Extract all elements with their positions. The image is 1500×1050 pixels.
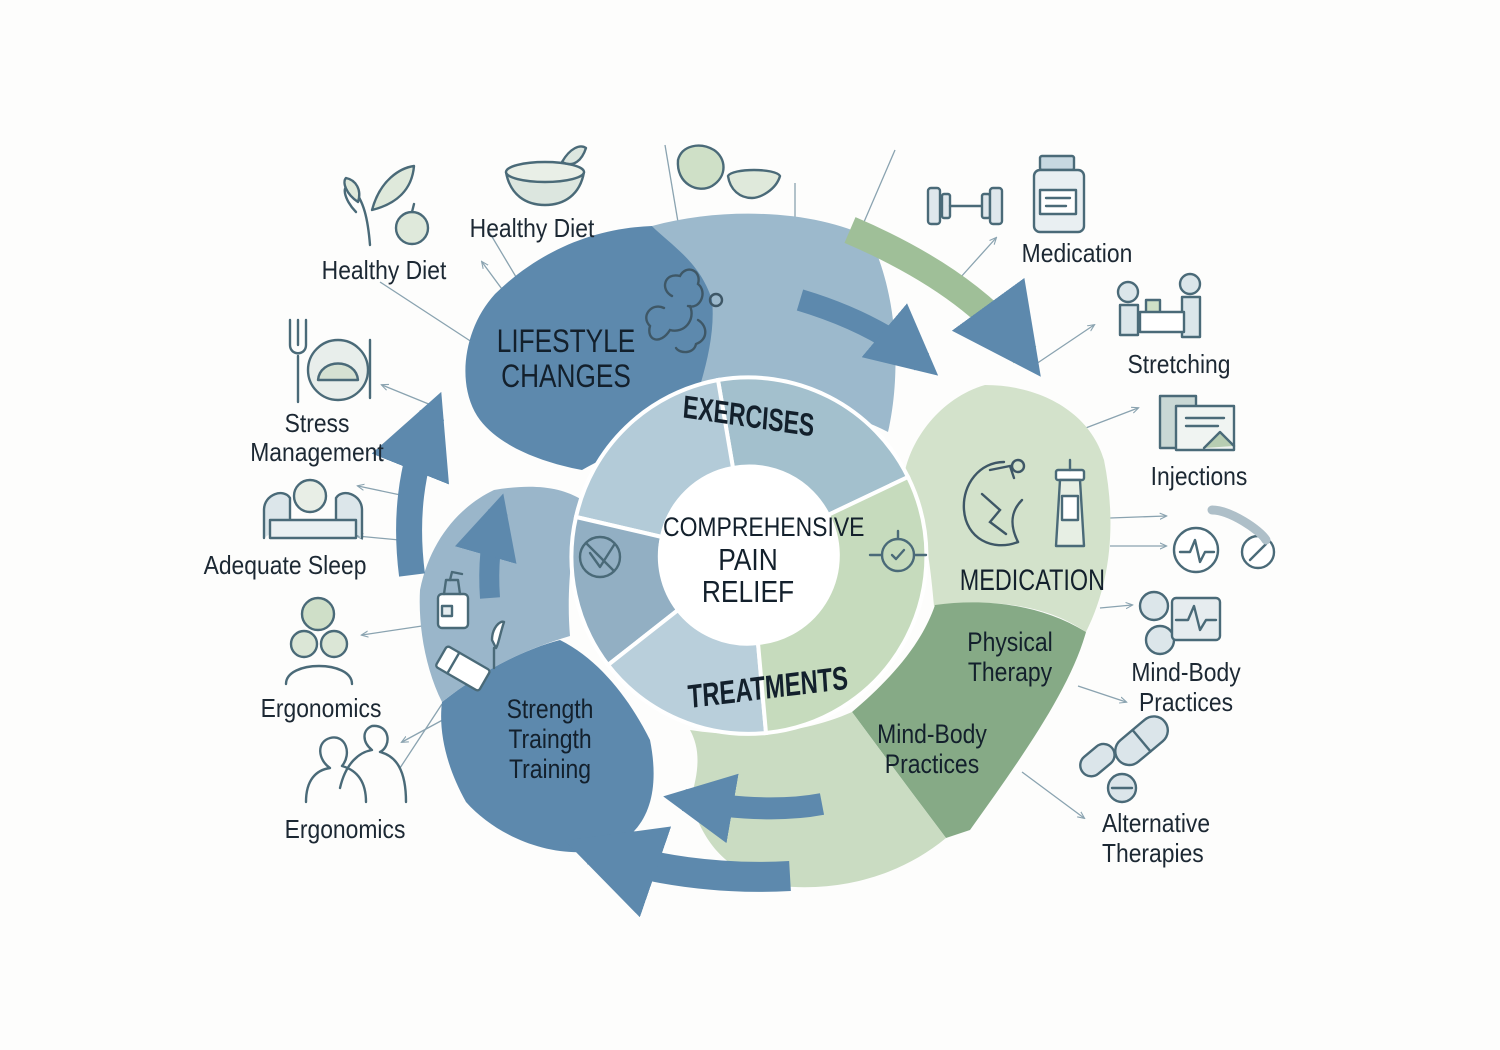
inner-ring: [569, 375, 929, 736]
pills-icon: [1079, 715, 1169, 804]
mind-body-segment-label-line2: Practices: [884, 749, 980, 779]
strength-label-line3: Training: [508, 754, 592, 784]
monitor-icon: [1138, 590, 1222, 656]
healthy-diet-top-label: Healthy Diet: [469, 213, 595, 243]
physical-therapy-label-line1: Physical: [967, 627, 1053, 657]
therapy-session-icon: [1116, 272, 1202, 339]
gauge-icon: [578, 535, 622, 579]
medication-segment: [904, 385, 1111, 632]
stress-label-line2: Management: [250, 437, 384, 467]
lifestyle-label-line1: LIFESTYLE: [496, 323, 636, 359]
center-title-line1: COMPREHENSIVE: [663, 512, 865, 542]
stretching-label: Stretching: [1127, 349, 1231, 379]
alternative-label-line2: Therapies: [1102, 838, 1204, 868]
alternative-label-line1: Alternative: [1102, 808, 1211, 838]
group-icon: [284, 596, 354, 686]
ergonomics-label-2: Ergonomics: [284, 814, 406, 844]
healthy-diet-label: Healthy Diet: [321, 255, 447, 285]
dumbbell-icon: [926, 186, 1004, 226]
cup-icon: [1054, 458, 1086, 548]
mind-body-label-line1: Mind-Body: [1131, 657, 1241, 687]
strength-label-line2: Traingth: [508, 724, 592, 754]
lungs-icon: [645, 268, 724, 354]
people-icon: [304, 724, 408, 804]
physical-therapy-label-line2: Therapy: [967, 657, 1053, 687]
patch-icon: [435, 645, 491, 692]
check-target-icon: [868, 529, 928, 573]
spray-bottle-icon: [436, 570, 470, 630]
mind-body-label-line2: Practices: [1138, 687, 1234, 717]
physical-therapy-segment: [852, 602, 1086, 838]
sleep-icon: [262, 478, 364, 540]
mind-body-segment-label-line1: Mind-Body: [877, 719, 987, 749]
strength-label-line1: Strength: [506, 694, 594, 724]
needle-icon: [490, 620, 506, 670]
lifestyle-label-line2: CHANGES: [501, 358, 631, 394]
center-title-line3: RELIEF: [701, 574, 795, 609]
bowl-icon: [504, 145, 588, 207]
capsule-heartbeat-icon: [1172, 505, 1276, 574]
medication-segment-label: MEDICATION: [959, 564, 1105, 597]
stress-label-line1: Stress: [284, 408, 350, 438]
plate-utensils-icon: [288, 318, 372, 404]
fruit-icon: [676, 144, 782, 200]
chart-document-icon: [1158, 394, 1236, 452]
sprout-apple-icon: [343, 164, 430, 247]
adequate-sleep-label: Adequate Sleep: [203, 550, 367, 580]
center-title-line2: PAIN: [718, 542, 778, 577]
exercises-outer-segment: [652, 213, 896, 432]
ergonomics-label-1: Ergonomics: [260, 693, 382, 723]
strength-training-segment: [441, 640, 654, 853]
injections-label: Injections: [1150, 461, 1248, 491]
medicine-bottle-icon: [1032, 154, 1086, 234]
kidney-icon: [962, 458, 1026, 547]
cycle-arrows: [371, 217, 1041, 918]
medication-label: Medication: [1021, 238, 1133, 268]
